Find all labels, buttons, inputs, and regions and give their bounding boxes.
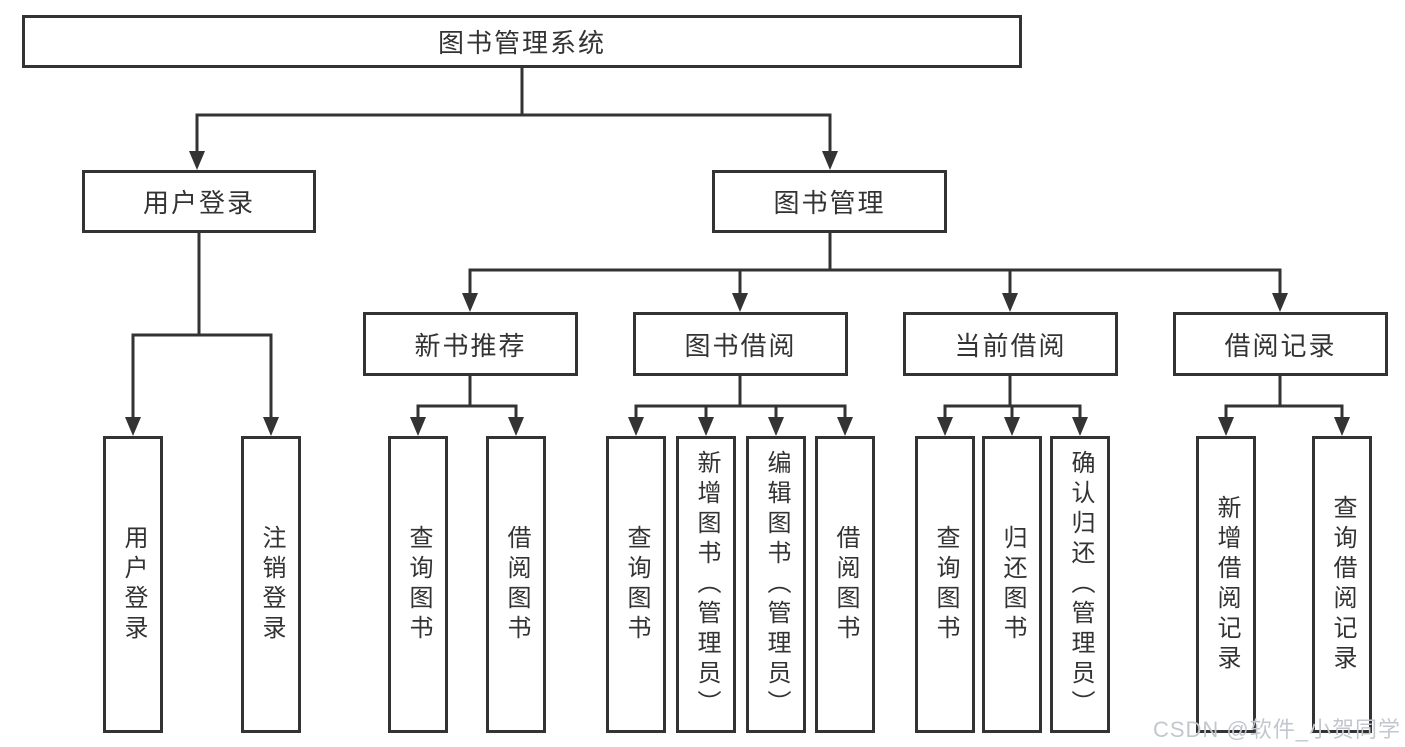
connector-line: [131, 231, 273, 421]
arrow-down-icon: [768, 417, 784, 436]
leaf-logout-label: 注销登录: [258, 524, 285, 645]
arrow-down-icon: [837, 417, 853, 436]
arrow-down-icon: [732, 293, 748, 312]
connector-line: [416, 374, 518, 421]
node-book-borrowing: 图书借阅: [633, 312, 848, 376]
arrow-down-icon: [508, 417, 524, 436]
leaf-query-books-borrow: 查询图书: [606, 436, 666, 733]
leaf-query-books-current-label: 查询图书: [932, 524, 959, 645]
node-root: 图书管理系统: [22, 15, 1022, 68]
leaf-query-borrow-record-label: 查询借阅记录: [1329, 494, 1356, 675]
node-book-management: 图书管理: [712, 170, 947, 233]
connector-line: [1224, 374, 1344, 421]
leaf-add-borrow-record-label: 新增借阅记录: [1213, 494, 1240, 675]
leaf-query-books-recommend: 查询图书: [388, 436, 448, 733]
arrow-down-icon: [1218, 417, 1234, 436]
leaf-borrow-books-label: 借阅图书: [832, 524, 859, 645]
leaf-query-books-recommend-label: 查询图书: [405, 524, 432, 645]
leaf-confirm-return-admin: 确认归还（管理员）: [1050, 436, 1110, 733]
arrow-down-icon: [1002, 293, 1018, 312]
leaf-logout: 注销登录: [241, 436, 301, 733]
leaf-return-books: 归还图书: [982, 436, 1042, 733]
leaf-edit-book-admin: 编辑图书（管理员）: [746, 436, 806, 733]
node-current-borrowing-label: 当前借阅: [954, 330, 1067, 361]
node-borrowing-records-label: 借阅记录: [1224, 330, 1337, 361]
leaf-return-books-label: 归还图书: [999, 524, 1026, 645]
leaf-edit-book-admin-label: 编辑图书（管理员）: [763, 449, 790, 720]
connector-line: [943, 374, 1082, 421]
leaf-confirm-return-admin-label: 确认归还（管理员）: [1067, 449, 1094, 720]
leaf-borrow-books-recommend-label: 借阅图书: [503, 524, 530, 645]
arrow-down-icon: [462, 293, 478, 312]
arrow-down-icon: [1272, 293, 1288, 312]
node-root-label: 图书管理系统: [437, 28, 606, 58]
node-book-management-label: 图书管理: [773, 188, 886, 218]
arrow-down-icon: [698, 417, 714, 436]
leaf-user-login-label: 用户登录: [120, 524, 147, 645]
node-new-book-recommend: 新书推荐: [363, 312, 578, 376]
arrow-down-icon: [1004, 417, 1020, 436]
leaf-borrow-books-recommend: 借阅图书: [486, 436, 546, 733]
leaf-add-book-admin: 新增图书（管理员）: [676, 436, 736, 733]
leaf-query-books-current: 查询图书: [915, 436, 975, 733]
leaf-user-login: 用户登录: [103, 436, 163, 733]
leaf-add-book-admin-label: 新增图书（管理员）: [693, 449, 720, 720]
arrow-down-icon: [937, 417, 953, 436]
arrow-down-icon: [1072, 417, 1088, 436]
arrow-down-icon: [189, 151, 205, 170]
connector-line: [195, 66, 832, 155]
connector-line: [468, 231, 1282, 297]
leaf-borrow-books: 借阅图书: [815, 436, 875, 733]
watermark: CSDN @软件_小贺同学: [1152, 717, 1401, 742]
node-user-login: 用户登录: [82, 170, 316, 233]
arrow-down-icon: [263, 417, 279, 436]
node-book-borrowing-label: 图书借阅: [684, 330, 797, 361]
arrow-down-icon: [628, 417, 644, 436]
node-new-book-recommend-label: 新书推荐: [414, 330, 527, 361]
arrow-down-icon: [125, 417, 141, 436]
arrow-down-icon: [410, 417, 426, 436]
node-borrowing-records: 借阅记录: [1173, 312, 1388, 376]
arrow-down-icon: [822, 151, 838, 170]
leaf-query-books-borrow-label: 查询图书: [623, 524, 650, 645]
leaf-add-borrow-record: 新增借阅记录: [1196, 436, 1256, 733]
connector-line: [634, 374, 847, 421]
arrow-down-icon: [1334, 417, 1350, 436]
leaf-query-borrow-record: 查询借阅记录: [1312, 436, 1372, 733]
node-current-borrowing: 当前借阅: [903, 312, 1118, 376]
node-user-login-label: 用户登录: [142, 188, 255, 218]
